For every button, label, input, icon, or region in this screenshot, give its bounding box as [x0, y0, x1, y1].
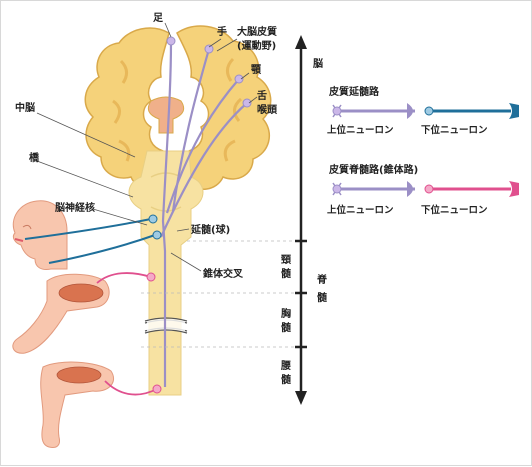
- label-pons: 橋: [29, 151, 40, 164]
- legend-corticospinal-lower: 下位ニューロン: [421, 204, 488, 216]
- legend-corticospinal-title: 皮質脊髄路(錐体路): [328, 163, 418, 176]
- legend-corticospinal: 皮質脊髄路(錐体路) 上位ニューロン 下位ニューロン: [327, 163, 519, 216]
- legend-corticobulbar-upper-soma: [332, 106, 342, 116]
- arm: [12, 273, 110, 354]
- label-motor-area: (運動野): [237, 39, 276, 52]
- axis-label-cervical-2: 髄: [281, 267, 292, 280]
- legend-corticobulbar: 皮質延髄路 上位ニューロン 下位ニューロン: [327, 85, 519, 136]
- label-cortex: 大脳皮質: [237, 25, 277, 38]
- leader-lines: [36, 22, 258, 272]
- legend-corticobulbar-lower: 下位ニューロン: [421, 124, 488, 136]
- axis-label-lumbar-1: 腰: [280, 360, 291, 372]
- axis-label-thoracic-2: 髄: [281, 321, 292, 334]
- legend-corticobulbar-upper: 上位ニューロン: [327, 124, 394, 136]
- label-cranial-nerve-nuclei: 脳神経核: [55, 201, 95, 214]
- legend-corticospinal-lower-soma: [424, 184, 434, 194]
- corticospinal-lower-neurons: [96, 272, 158, 396]
- label-foot: 足: [153, 12, 164, 24]
- label-tongue: 舌: [257, 89, 267, 102]
- legend-corticobulbar-title: 皮質延髄路: [328, 85, 380, 98]
- axis-label-cervical-1: 頸: [281, 254, 292, 266]
- neuron-cell-bodies: [146, 36, 252, 394]
- label-larynx: 喉頭: [257, 103, 278, 116]
- label-medulla: 延髄(球): [190, 223, 230, 236]
- brain-cortex: [84, 25, 272, 190]
- label-hand: 手: [217, 25, 227, 38]
- legend-corticospinal-upper: 上位ニューロン: [327, 204, 394, 216]
- head-profile: [12, 200, 68, 270]
- axis-label-spinal-2: 髄: [317, 291, 328, 304]
- upper-neuron-pathways: [159, 40, 248, 387]
- axis-label-lumbar-2: 髄: [281, 373, 292, 386]
- label-midbrain: 中脳: [15, 101, 35, 114]
- label-jaw: 顎: [251, 64, 262, 76]
- label-decussation: 錐体交叉: [203, 267, 244, 280]
- legend-corticobulbar-lower-soma: [424, 106, 434, 116]
- vertical-axis: [295, 35, 307, 405]
- axis-label-brain: 脳: [313, 58, 323, 70]
- axis-label-thoracic-1: 胸: [281, 307, 291, 320]
- level-guides: [141, 240, 301, 348]
- axis-label-spinal-1: 脊: [316, 273, 328, 286]
- legend-corticospinal-upper-soma: [332, 184, 342, 194]
- leg: [40, 361, 115, 448]
- corticobulbar-lower-neurons: [24, 218, 156, 264]
